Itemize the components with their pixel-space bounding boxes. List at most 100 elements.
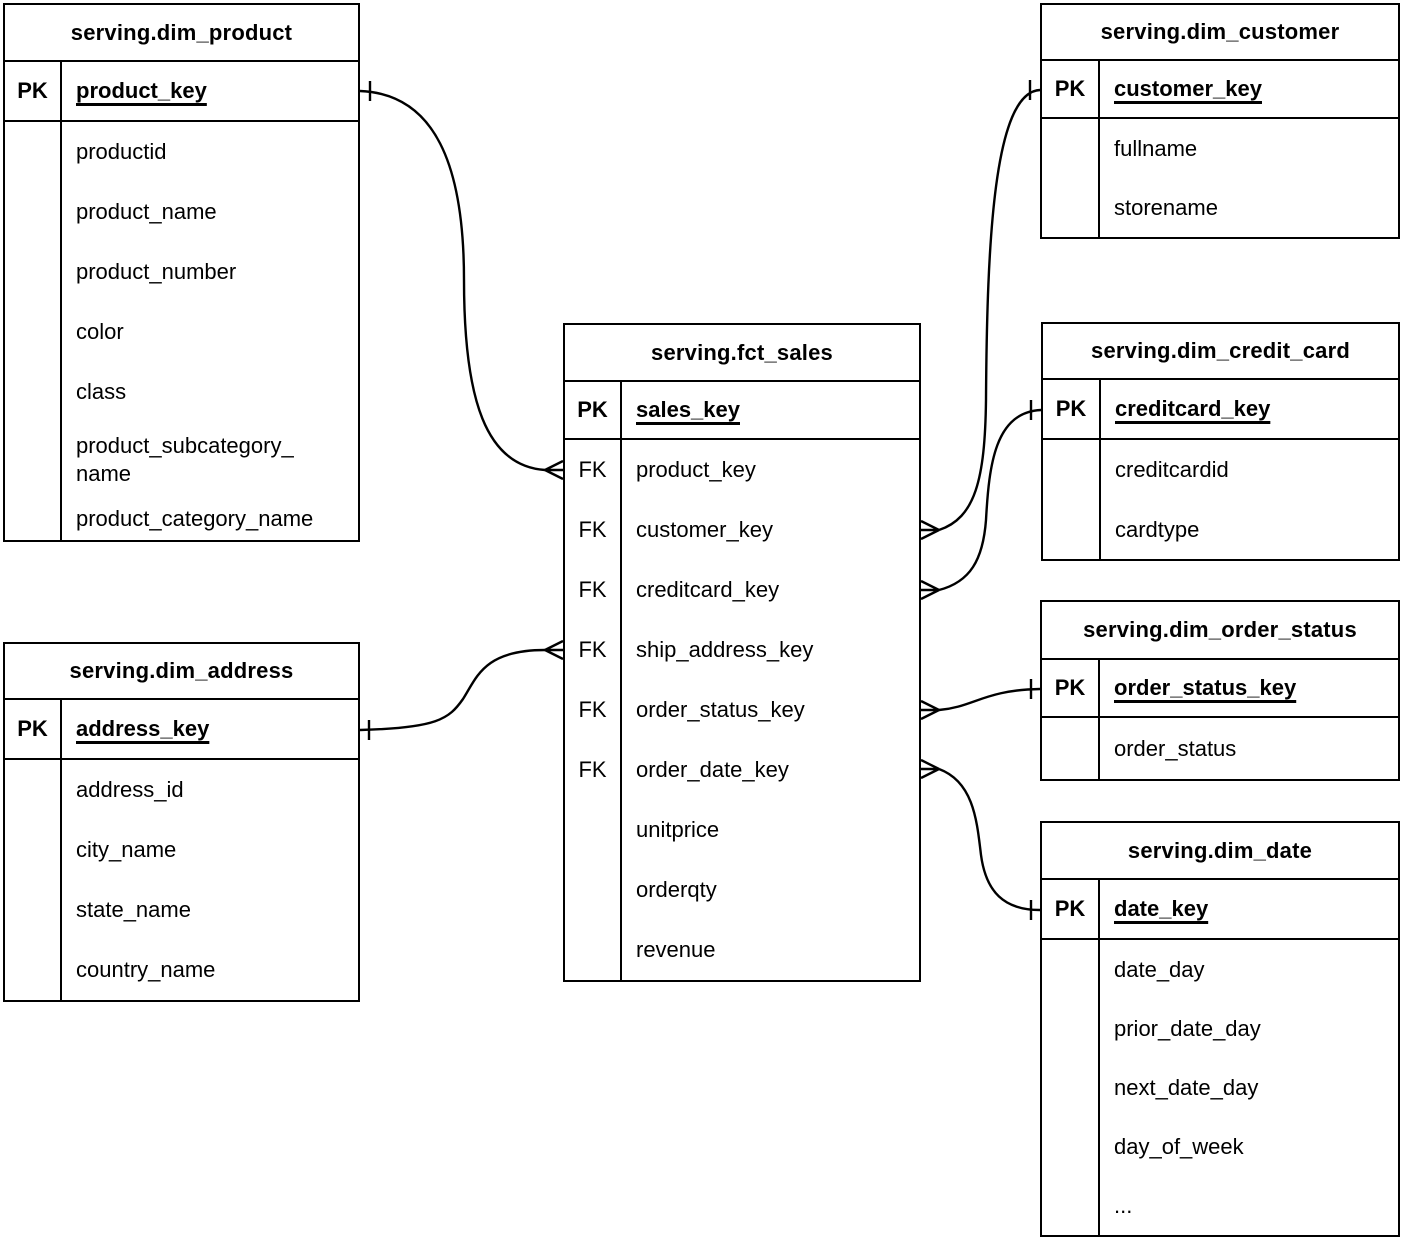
field-name: product_key (636, 457, 756, 482)
field-row: date_day (1042, 940, 1398, 999)
key-cell (1042, 999, 1100, 1058)
field-name: state_name (76, 897, 191, 922)
fk-cell: FK (565, 740, 622, 800)
field-row: FK product_key (565, 440, 919, 500)
field-row: country_name (5, 940, 358, 1000)
key-cell (565, 860, 622, 920)
pk-row: PK sales_key (565, 382, 919, 440)
field-row: creditcardid (1043, 440, 1398, 500)
field-name: product_subcategory_ name (76, 433, 294, 486)
key-cell (1042, 1058, 1100, 1117)
pk-row: PK creditcard_key (1043, 380, 1398, 440)
pk-field-text: sales_key (636, 397, 740, 422)
relation-line (938, 767, 1041, 912)
relation-line (359, 648, 546, 732)
table-dim-order-status[interactable]: serving.dim_order_status PK order_status… (1040, 600, 1400, 781)
field-row: FK customer_key (565, 500, 919, 560)
relation-line (938, 687, 1041, 712)
table-dim-date[interactable]: serving.dim_date PK date_key date_day pr… (1040, 821, 1400, 1237)
key-cell (5, 880, 62, 940)
field-name: color (76, 319, 124, 344)
table-title: serving.fct_sales (565, 325, 919, 382)
relation-fct-sales-to-dim-date[interactable] (920, 758, 1041, 920)
relation-fct-sales-to-dim-address[interactable] (359, 639, 564, 740)
relation-line (938, 408, 1042, 592)
pk-cell: PK (1042, 61, 1100, 117)
field-row: state_name (5, 880, 358, 940)
field-row: product_category_name (5, 498, 358, 540)
field-row: product_number (5, 242, 358, 302)
pk-row: PK customer_key (1042, 61, 1398, 119)
field-name: orderqty (636, 877, 717, 902)
field-name: product_number (76, 259, 237, 284)
field-name: address_id (76, 777, 184, 802)
table-title: serving.dim_customer (1042, 5, 1398, 61)
pk-field: date_key (1100, 880, 1398, 938)
pk-cell: PK (5, 700, 62, 758)
pk-field-text: creditcard_key (1115, 396, 1271, 421)
field-row: color (5, 302, 358, 362)
pk-field: order_status_key (1100, 660, 1398, 716)
field-name: day_of_week (1114, 1133, 1244, 1159)
relation-fct-sales-to-dim-credit-card[interactable] (920, 400, 1042, 601)
field-row: FK order_status_key (565, 680, 919, 740)
pk-field: sales_key (622, 382, 919, 438)
key-cell (5, 182, 62, 242)
field-row: FK ship_address_key (565, 620, 919, 680)
relation-fct-sales-to-dim-order-status[interactable] (920, 679, 1041, 721)
key-cell (565, 800, 622, 860)
key-cell (1043, 500, 1101, 559)
field-name: customer_key (636, 517, 773, 542)
field-row: fullname (1042, 119, 1398, 178)
field-name: city_name (76, 837, 177, 862)
pk-row: PK order_status_key (1042, 660, 1398, 718)
key-cell (5, 940, 62, 1000)
pk-cell: PK (5, 62, 62, 120)
table-title: serving.dim_date (1042, 823, 1398, 880)
field-row: ... (1042, 1176, 1398, 1235)
key-cell (565, 920, 622, 980)
crow-foot-icon (920, 699, 940, 721)
field-row: order_status (1042, 718, 1398, 779)
key-cell (1042, 1117, 1100, 1176)
field-row: unitprice (565, 800, 919, 860)
pk-field: customer_key (1100, 61, 1398, 117)
field-row: city_name (5, 820, 358, 880)
relation-line (359, 89, 546, 472)
key-cell (1042, 940, 1100, 999)
key-cell (1043, 440, 1101, 500)
table-title: serving.dim_credit_card (1043, 324, 1398, 380)
table-dim-address[interactable]: serving.dim_address PK address_key addre… (3, 642, 360, 1002)
field-row: storename (1042, 178, 1398, 237)
field-name: date_day (1114, 956, 1205, 982)
pk-field-text: customer_key (1114, 76, 1262, 101)
key-cell (5, 362, 62, 422)
field-name: fullname (1114, 135, 1198, 161)
key-cell (1042, 119, 1100, 178)
table-fct-sales[interactable]: serving.fct_sales PK sales_key FK produc… (563, 323, 921, 982)
field-name: order_status_key (636, 697, 805, 722)
field-name: productid (76, 139, 167, 164)
key-cell (5, 498, 62, 540)
field-name: product_category_name (76, 506, 314, 531)
field-row: revenue (565, 920, 919, 980)
pk-cell: PK (565, 382, 622, 438)
table-dim-credit-card[interactable]: serving.dim_credit_card PK creditcard_ke… (1041, 322, 1400, 561)
table-title: serving.dim_address (5, 644, 358, 700)
fk-cell: FK (565, 620, 622, 680)
field-name: cardtype (1115, 516, 1200, 542)
crow-foot-icon (544, 459, 564, 481)
table-dim-product[interactable]: serving.dim_product PK product_key produ… (3, 3, 360, 542)
field-name: storename (1114, 194, 1218, 220)
relation-line (938, 88, 1041, 532)
table-dim-customer[interactable]: serving.dim_customer PK customer_key ful… (1040, 3, 1400, 239)
relation-fct-sales-to-dim-product[interactable] (359, 81, 564, 481)
crow-foot-icon (544, 639, 564, 661)
field-row: orderqty (565, 860, 919, 920)
relation-fct-sales-to-dim-customer[interactable] (920, 80, 1041, 541)
field-name: order_date_key (636, 757, 789, 782)
field-name: next_date_day (1114, 1074, 1259, 1100)
field-row: productid (5, 122, 358, 182)
pk-cell: PK (1042, 660, 1100, 716)
field-name: creditcardid (1115, 457, 1229, 482)
